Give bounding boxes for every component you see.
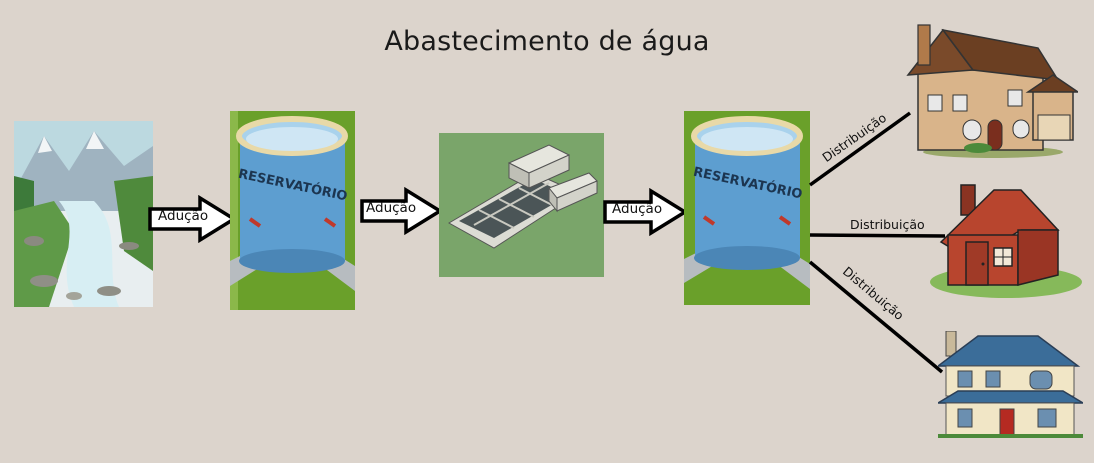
reservoir-image-1: RESERVATÓRIO <box>230 111 355 310</box>
diagram-title: Abastecimento de água <box>384 26 710 57</box>
aducao-label-2: Adução <box>366 200 417 216</box>
aducao-arrow-3 <box>603 188 689 236</box>
aducao-arrow-2 <box>360 187 444 235</box>
reservoir-image-2: RESERVATÓRIO <box>684 111 810 305</box>
distribution-line-1 <box>808 111 912 187</box>
aducao-label-3: Adução <box>612 201 663 217</box>
aducao-label-1: Adução <box>158 208 209 224</box>
house-image-2 <box>930 184 1082 298</box>
water-source-image <box>14 121 153 307</box>
house-image-3 <box>938 331 1083 438</box>
distribution-line-2 <box>809 233 946 238</box>
distribution-line-3 <box>808 260 944 374</box>
house-image-1 <box>906 24 1078 158</box>
aducao-arrow-1 <box>148 195 238 243</box>
distribuicao-label-2: Distribuição <box>850 217 925 232</box>
treatment-plant-image <box>439 133 604 277</box>
